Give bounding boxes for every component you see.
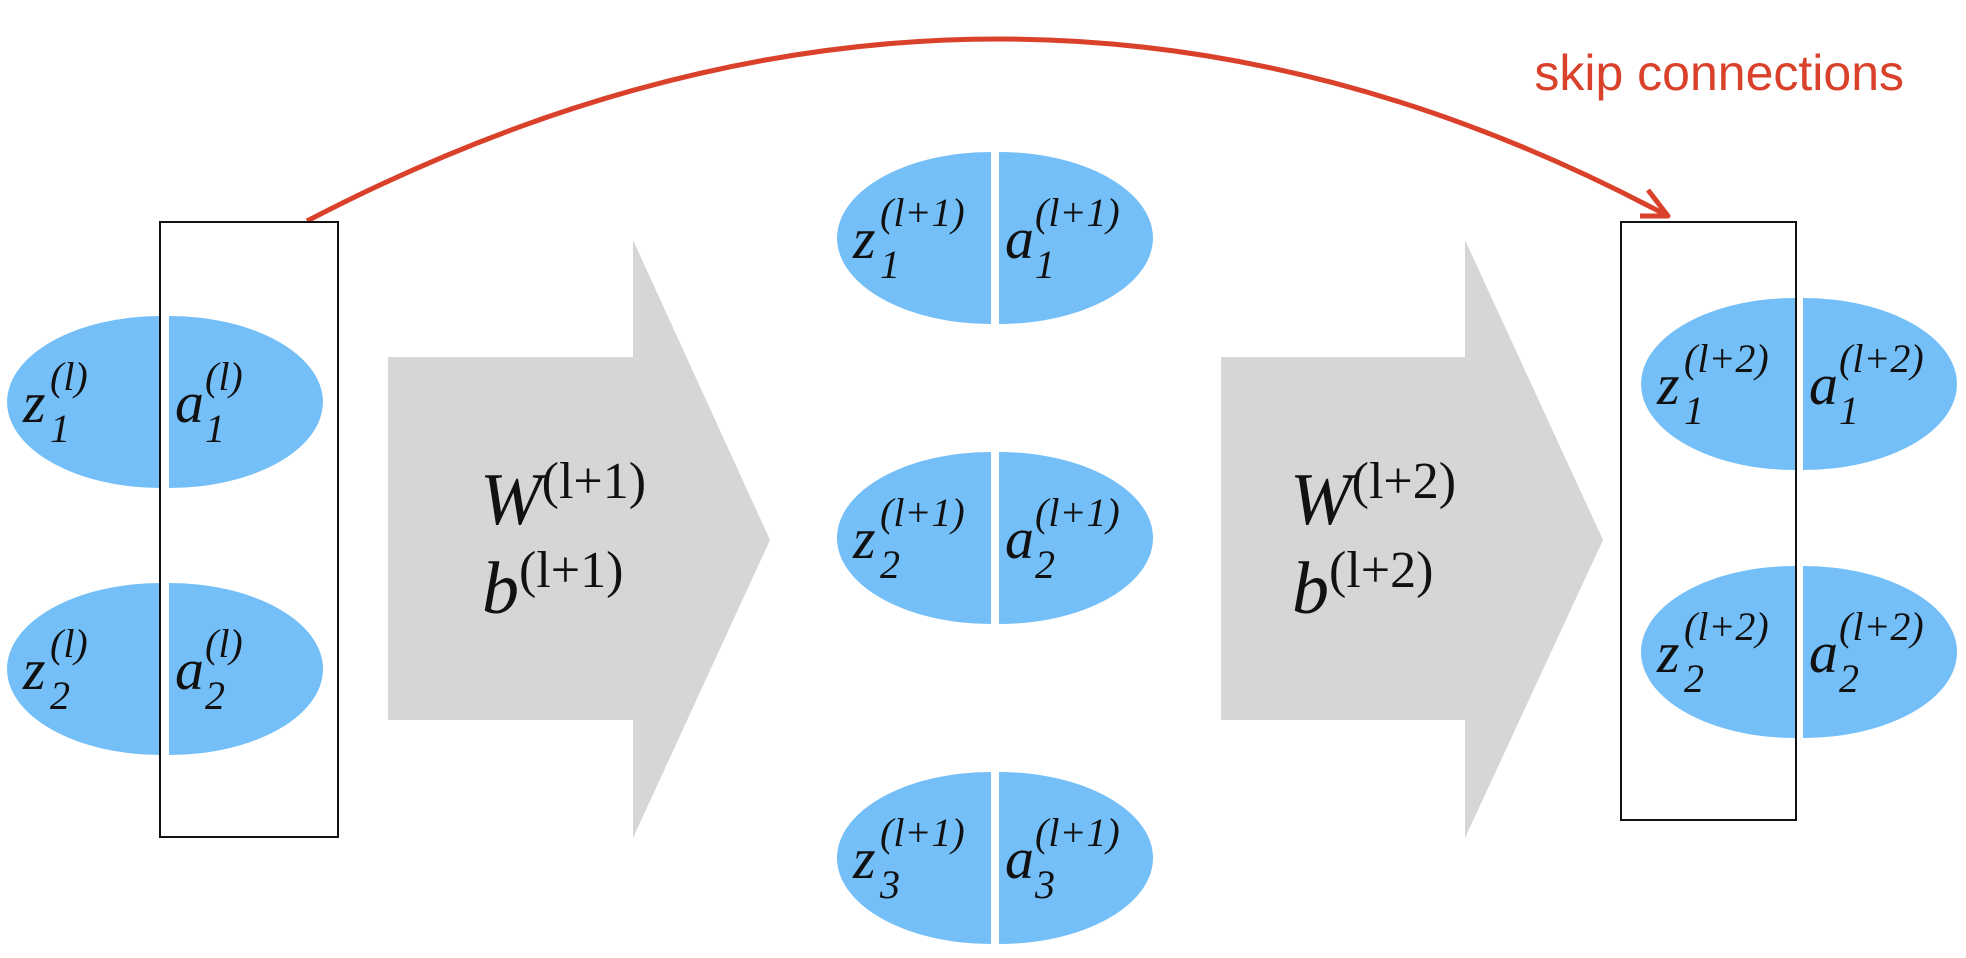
weight-label-2-sup: (l+2) [1352, 453, 1456, 510]
layer-l1-a-sub-1: 1 [1035, 242, 1055, 287]
layer-l1-z-sub-1: 1 [880, 242, 900, 287]
layer-l-a-sub-1: 1 [205, 406, 225, 451]
layer-l2-z-sub-1: 1 [1684, 388, 1704, 433]
bias-label-2: b(l+2) [1292, 542, 1433, 630]
layer-l1-z-sup-1: (l+1) [880, 190, 965, 235]
layer-l-a-half-1 [169, 316, 323, 488]
layer-l1-a-label-2: a [1005, 506, 1034, 571]
layer-l1-a-label-1: a [1005, 206, 1034, 271]
layer-l1-a-half-1 [999, 152, 1153, 324]
layer-l-z-sup-1: (l) [50, 354, 88, 399]
layer-l2-z-sup-2: (l+2) [1684, 604, 1769, 649]
layer-l2-z-half-1 [1641, 298, 1795, 470]
layer-l2-skip-target-box [1620, 221, 1797, 821]
layer-l2-a-sub-2: 2 [1839, 656, 1859, 701]
transform-arrow-2: W(l+2) b(l+2) [1221, 240, 1603, 838]
layer-l1-z-label-2: z [852, 506, 876, 571]
layer-l2-a-sub-1: 1 [1839, 388, 1859, 433]
layer-l-a-label-2: a [175, 637, 204, 702]
transform-arrow-1-shape [388, 240, 770, 838]
layer-l1-z-sup-2: (l+1) [880, 490, 965, 535]
skip-connection: skip connections [305, 36, 1904, 224]
weight-label-1-sup: (l+1) [542, 453, 646, 510]
weight-label-1: W(l+1) [480, 453, 646, 541]
layer-l1-a-sup-1: (l+1) [1035, 190, 1120, 235]
layer-l2-a-label-1: a [1809, 352, 1838, 417]
layer-l1-z-half-1 [837, 152, 991, 324]
layer-l-z-sup-2: (l) [50, 621, 88, 666]
layer-l2-z-sup-1: (l+2) [1684, 336, 1769, 381]
bias-label-1-sup: (l+1) [519, 542, 623, 599]
layer-l-z-half-1 [7, 316, 161, 488]
layer-l1-a-sup-3: (l+1) [1035, 810, 1120, 855]
layer-l-z-label-2: z [22, 637, 46, 702]
layer-l1-a-half-3 [999, 772, 1153, 944]
layer-l1-a-sup-2: (l+1) [1035, 490, 1120, 535]
skip-connection-curve [305, 36, 1668, 224]
skip-connections-label: skip connections [1534, 45, 1904, 101]
layer-l-a-label-1: a [175, 370, 204, 435]
layer-l1-a-sub-3: 3 [1034, 862, 1055, 907]
layer-l1-z-label-3: z [852, 826, 876, 891]
transform-arrow-1: W(l+1) b(l+1) [388, 240, 770, 838]
layer-l2-z-sub-2: 2 [1684, 656, 1704, 701]
layer-l-a-half-2 [169, 583, 323, 755]
layer-l2-a-half-2 [1803, 566, 1957, 738]
layer-l2-z-label-2: z [1656, 620, 1680, 685]
layer-l-z-sub-1: 1 [50, 406, 70, 451]
weight-label-2: W(l+2) [1290, 453, 1456, 541]
layer-l-z-sub-2: 2 [50, 673, 70, 718]
layer-l-a-sup-1: (l) [205, 354, 243, 399]
layer-l2-a-sup-2: (l+2) [1839, 604, 1924, 649]
layer-l1-z-sub-2: 2 [880, 542, 900, 587]
layer-l1-a-label-3: a [1005, 826, 1034, 891]
layer-l-a-sup-2: (l) [205, 621, 243, 666]
layer-l1-z-half-2 [837, 452, 991, 624]
bias-label-1: b(l+1) [482, 542, 623, 630]
layer-l1-a-half-2 [999, 452, 1153, 624]
layer-l-a-sub-2: 2 [205, 673, 225, 718]
layer-l2-z-half-2 [1641, 566, 1795, 738]
layer-l2-a-half-1 [1803, 298, 1957, 470]
layer-l1-z-sup-3: (l+1) [880, 810, 965, 855]
layer-l-activation-box [159, 221, 339, 838]
layer-l-z-half-2 [7, 583, 161, 755]
layer-l2-z-label-1: z [1656, 352, 1680, 417]
layer-l2-a-label-2: a [1809, 620, 1838, 685]
layer-l1-z-label-1: z [852, 206, 876, 271]
layer-l-z-label-1: z [22, 370, 46, 435]
transform-arrow-2-shape [1221, 240, 1603, 838]
bias-label-2-sup: (l+2) [1329, 542, 1433, 599]
layer-l1-a-sub-2: 2 [1035, 542, 1055, 587]
layer-l1-z-half-3 [837, 772, 991, 944]
skip-connection-arrowhead [1640, 188, 1671, 219]
layer-l1-z-sub-3: 3 [879, 862, 900, 907]
layer-l2-a-sup-1: (l+2) [1839, 336, 1924, 381]
